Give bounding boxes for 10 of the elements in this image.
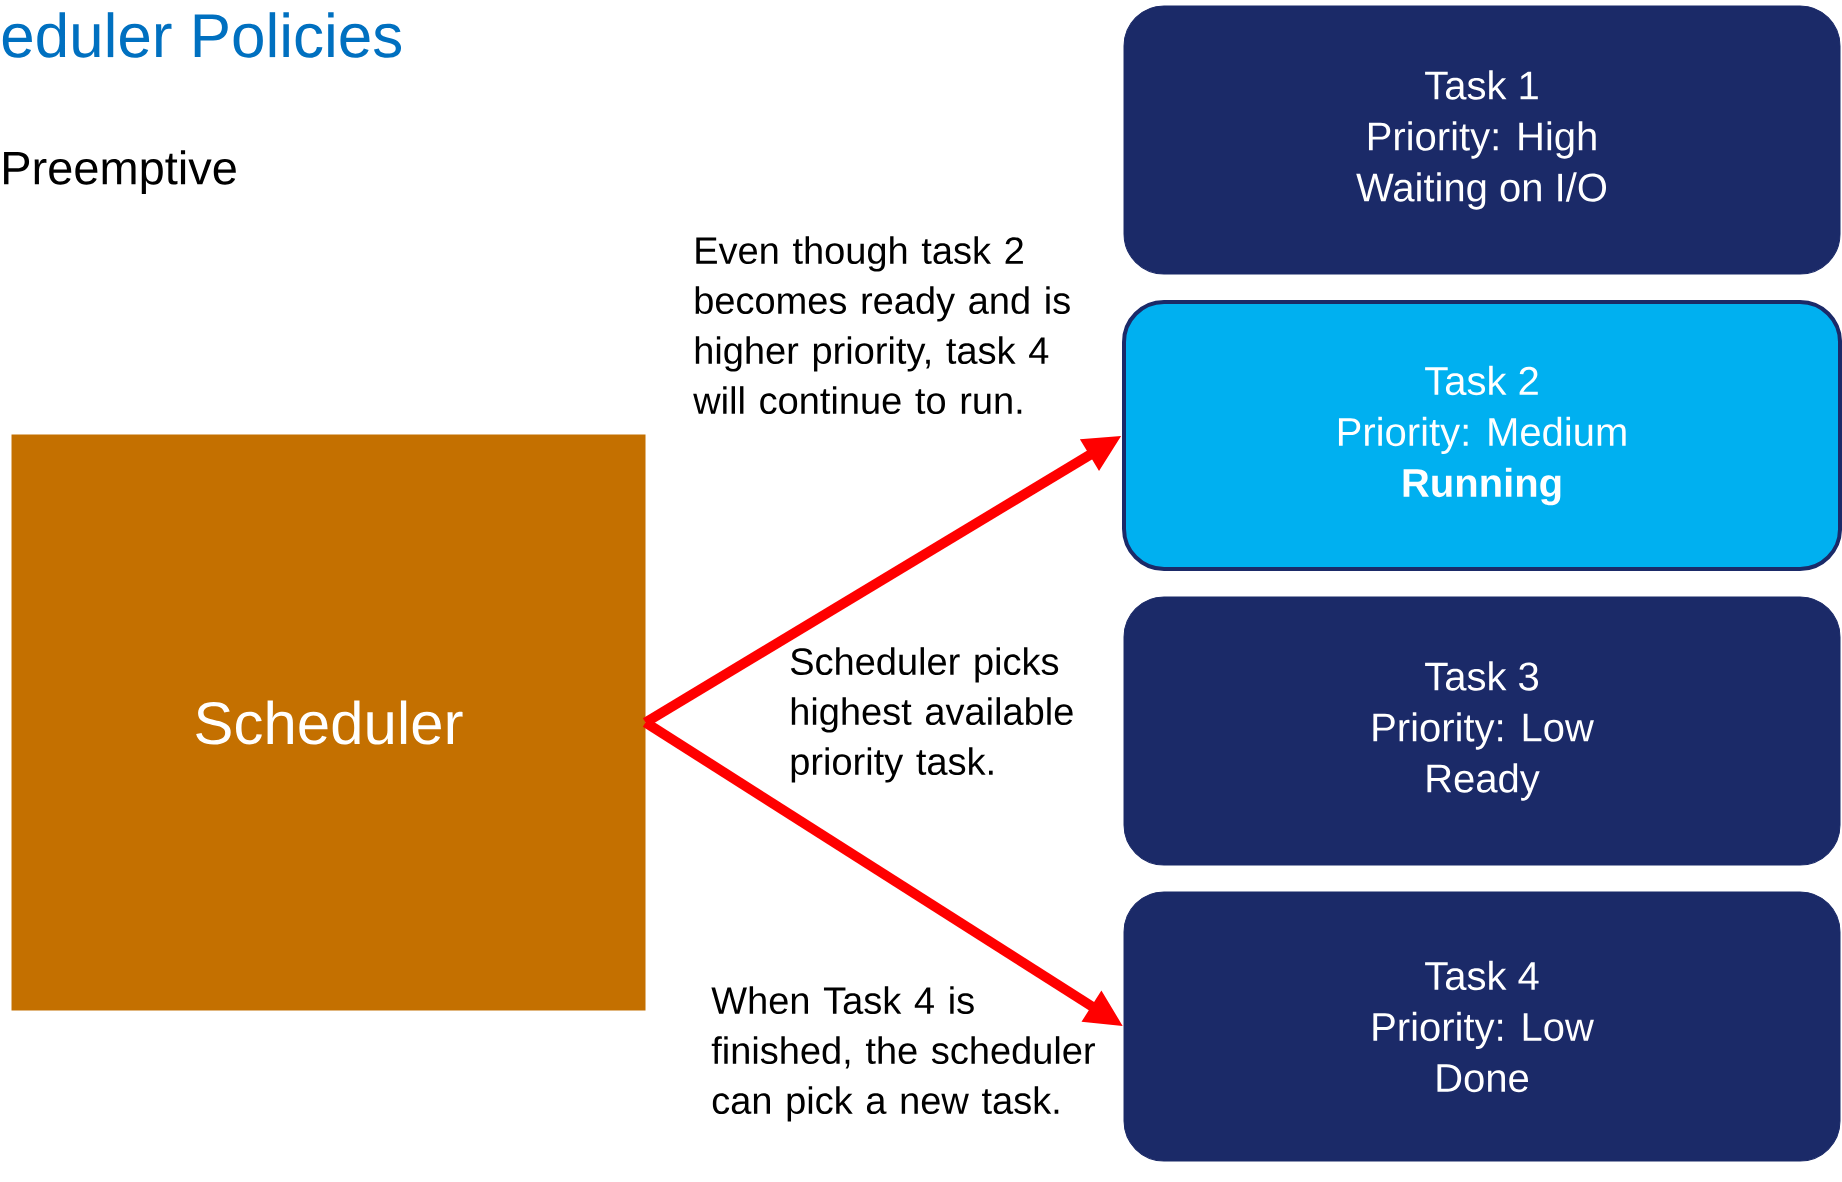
note-text: Even though task 2 becomes ready and is higher priority, task 4 will continue to run. xyxy=(693,236,1070,415)
title: eduler Policies xyxy=(2,12,402,58)
task-box: Task 1 Priority: High Waiting on I/O xyxy=(1123,5,1841,275)
subtitle: Preemptive xyxy=(4,150,236,194)
scheduler-box: Scheduler xyxy=(11,434,646,1011)
task-box: Task 3 Priority: Low Ready xyxy=(1123,596,1841,866)
note-text: Scheduler picks highest available priority task. xyxy=(790,647,1073,783)
note-text: When Task 4 is finished, the scheduler can pick a new task. xyxy=(711,986,1095,1122)
task-box: Task 2 Priority: Medium Running xyxy=(1122,300,1842,571)
task-box: Task 4 Priority: Low Done xyxy=(1123,891,1841,1162)
